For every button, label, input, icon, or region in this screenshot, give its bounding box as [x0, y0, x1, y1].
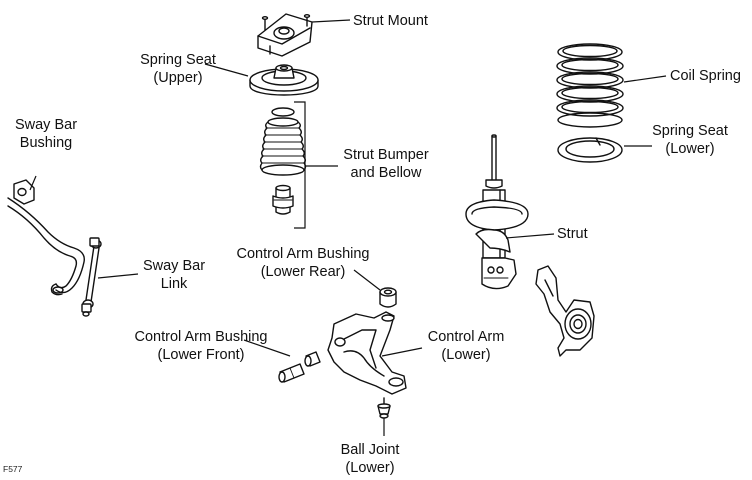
- control-arm-bushing-rear-part: [379, 287, 397, 308]
- label-ball-joint-line2: (Lower): [345, 460, 395, 476]
- label-spring-seat-lower-line2: (Lower): [665, 141, 715, 157]
- sway-bar-link-leader: [97, 273, 139, 279]
- label-sway-bar-link: Sway Bar Link: [136, 257, 212, 293]
- label-sway-bar-bushing-line1: Sway Bar: [14, 117, 78, 133]
- strut-bumper-part: [272, 184, 294, 215]
- sway-bar-bushing-part: [13, 179, 35, 205]
- label-sway-bar-bushing-line2: Bushing: [19, 135, 73, 151]
- label-sway-bar-link-line2: Link: [160, 276, 188, 292]
- label-spring-seat-upper: Spring Seat (Upper): [133, 51, 223, 87]
- control-arm-part: [327, 311, 407, 395]
- label-coil-spring: Coil Spring: [670, 68, 741, 84]
- control-arm-leader: [381, 347, 423, 357]
- label-spring-seat-upper-line1: Spring Seat: [140, 52, 216, 68]
- sway-bar-part: [7, 197, 85, 296]
- label-strut-bumper-line1: Strut Bumper: [343, 147, 429, 163]
- sway-bar-bushing-leader: [29, 175, 37, 191]
- strut-mount-leader: [311, 19, 351, 23]
- label-control-arm-bushing-rear: Control Arm Bushing (Lower Rear): [223, 245, 383, 281]
- spring-seat-upper-leader: [204, 63, 249, 77]
- ball-joint-part: [377, 397, 391, 419]
- label-spring-seat-lower: Spring Seat (Lower): [640, 122, 740, 158]
- strut-part: [465, 134, 529, 290]
- label-sway-bar-link-line1: Sway Bar: [142, 258, 206, 274]
- label-control-arm-bushing-front: Control Arm Bushing (Lower Front): [121, 328, 281, 364]
- label-ball-joint-line1: Ball Joint: [340, 442, 400, 458]
- label-sway-bar-bushing: Sway Bar Bushing: [12, 116, 80, 152]
- label-control-arm-line1: Control Arm: [427, 329, 505, 345]
- label-strut-mount: Strut Mount: [353, 13, 428, 29]
- label-control-arm-bushing-rear-line1: Control Arm Bushing: [236, 246, 370, 262]
- strut-bellow-part: [259, 107, 307, 176]
- control-arm-bushing-front-part: [278, 351, 321, 383]
- strut-mount-part: [257, 13, 313, 57]
- strut-leader: [505, 233, 555, 239]
- label-ball-joint: Ball Joint (Lower): [330, 441, 410, 477]
- coil-spring-leader: [623, 75, 667, 83]
- label-strut-bumper-line2: and Bellow: [350, 165, 422, 181]
- control-arm-bushing-rear-leader: [353, 269, 381, 291]
- sway-bar-link-part: [81, 237, 102, 317]
- steering-knuckle-part: [535, 265, 595, 357]
- figure-code: F577: [3, 464, 23, 474]
- label-spring-seat-upper-line2: (Upper): [153, 70, 203, 86]
- coil-spring-part: [556, 43, 624, 128]
- spring-seat-upper-part: [249, 64, 319, 96]
- label-control-arm: Control Arm (Lower): [416, 328, 516, 364]
- label-control-arm-bushing-rear-line2: (Lower Rear): [260, 264, 346, 280]
- strut-bumper-bracket: [294, 101, 306, 229]
- label-control-arm-bushing-front-line1: Control Arm Bushing: [134, 329, 268, 345]
- label-control-arm-bushing-front-line2: (Lower Front): [157, 347, 245, 363]
- label-strut: Strut: [557, 226, 588, 242]
- control-arm-bushing-front-leader: [243, 339, 291, 357]
- label-strut-bumper-bellow: Strut Bumper and Bellow: [336, 146, 436, 182]
- label-spring-seat-lower-line1: Spring Seat: [652, 123, 728, 139]
- label-control-arm-line2: (Lower): [441, 347, 491, 363]
- spring-seat-lower-part: [557, 137, 623, 163]
